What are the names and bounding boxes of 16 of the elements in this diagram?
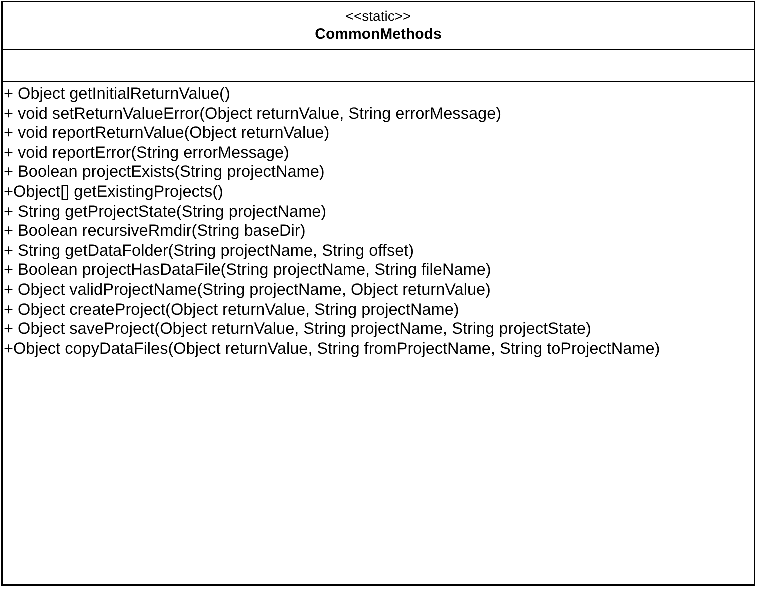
class-name: CommonMethods (314, 26, 443, 43)
method-signature: + void reportError(String errorMessage) (4, 144, 290, 162)
method-signature: + void setReturnValueError(Object returnValue, String errorMessage) (4, 104, 502, 123)
method-signature: + String getDataFolder(String projectName, String offset) (4, 242, 414, 260)
method-signature: + Object validProjectName(String projectName, Object returnValue) (4, 280, 491, 299)
method-signature: + String getProjectState(String projectName) (4, 202, 327, 221)
method-signature: + Object saveProject(Object returnValue, String projectName, String projectState) (4, 320, 592, 338)
method-signature: + Boolean recursiveRmdir(String baseDir) (4, 222, 306, 240)
method-signature: + Boolean projectHasDataFile(String projectName, String fileName) (4, 261, 492, 280)
stereotype: <<static>> (344, 8, 412, 24)
method-signature: + void reportReturnValue(Object returnValue) (4, 124, 330, 142)
method-signature: + Object getInitialReturnValue() (4, 85, 230, 103)
method-signature: +Object copyDataFiles(Object returnValue, String fromProjectName, String toProjectName) (4, 340, 660, 358)
method-signature: + Boolean projectExists(String projectName) (4, 163, 325, 182)
method-signature: +Object[] getExistingProjects() (4, 182, 224, 201)
method-signature: + Object createProject(Object returnValue, String projectName) (4, 300, 460, 319)
